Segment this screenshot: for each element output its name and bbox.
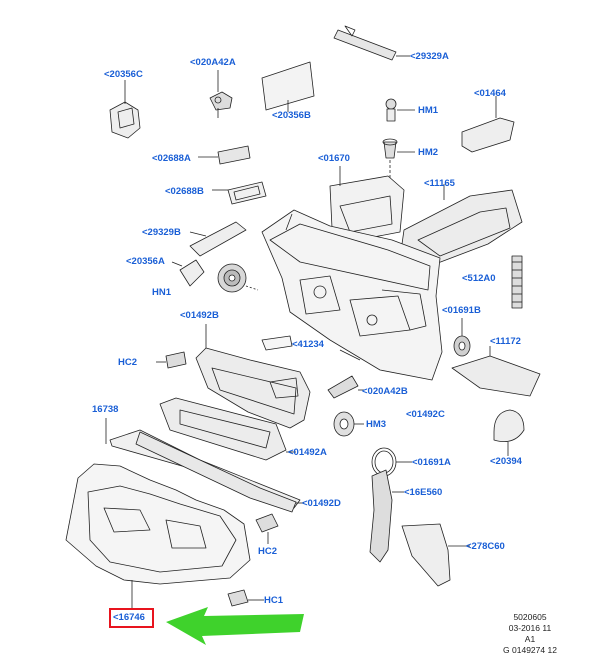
part-20394 xyxy=(493,409,525,456)
label-01670[interactable]: <01670 xyxy=(318,153,350,164)
part-11172 xyxy=(451,346,541,397)
drawing-info-line-4: G 0149274 12 xyxy=(503,645,557,655)
label-hc2-lower[interactable]: HC2 xyxy=(258,546,278,557)
part-20356b xyxy=(261,61,315,112)
label-hn1[interactable]: HN1 xyxy=(152,287,172,298)
label-16746[interactable]: <16746 xyxy=(113,612,145,623)
part-512a0 xyxy=(511,255,523,309)
part-dash-panel xyxy=(261,209,443,381)
label-20394[interactable]: <20394 xyxy=(490,456,522,467)
part-16e560 xyxy=(369,469,404,563)
part-29329b xyxy=(189,221,247,257)
label-16738[interactable]: 16738 xyxy=(92,404,119,415)
part-01691b xyxy=(453,318,471,357)
label-hm3[interactable]: HM3 xyxy=(366,419,387,430)
label-29329b[interactable]: <29329B xyxy=(142,227,181,238)
label-20356b[interactable]: <20356B xyxy=(272,110,311,121)
part-16746 xyxy=(65,463,251,608)
pointer-arrow-icon xyxy=(166,607,304,645)
part-hc2-lower xyxy=(255,513,279,544)
part-20356a xyxy=(171,259,205,287)
label-hc2-upper[interactable]: HC2 xyxy=(118,357,138,368)
label-01691b[interactable]: <01691B xyxy=(442,305,481,316)
label-16e560[interactable]: <16E560 xyxy=(404,487,443,498)
part-01492a xyxy=(159,397,296,461)
part-01464 xyxy=(461,96,515,153)
drawing-info-line-3: A1 xyxy=(524,634,536,644)
label-01464[interactable]: <01464 xyxy=(474,88,506,99)
label-hm2[interactable]: HM2 xyxy=(418,147,439,158)
label-11165[interactable]: <11165 xyxy=(424,178,455,189)
part-01670 xyxy=(329,166,405,243)
label-29329a[interactable]: <29329A xyxy=(410,51,449,62)
drawing-info-line-1: 5020605 xyxy=(513,612,547,622)
label-02688b[interactable]: <02688B xyxy=(165,186,204,197)
part-41234 xyxy=(261,335,293,351)
part-hc1 xyxy=(227,589,264,607)
label-01691a[interactable]: <01691A xyxy=(412,457,451,468)
label-278c60[interactable]: <278C60 xyxy=(466,541,505,552)
part-01492b xyxy=(195,324,311,429)
label-01492d[interactable]: <01492D xyxy=(302,498,341,509)
part-hc2-upper xyxy=(156,351,187,369)
part-29329a xyxy=(333,25,410,61)
label-41234[interactable]: <41234 xyxy=(292,339,324,350)
part-01691a xyxy=(371,447,412,477)
part-020a42a xyxy=(209,70,233,118)
part-hm3 xyxy=(333,411,364,437)
label-hm1[interactable]: HM1 xyxy=(418,105,439,116)
part-01492d xyxy=(135,431,304,513)
label-01492b[interactable]: <01492B xyxy=(180,310,219,321)
label-20356a[interactable]: <20356A xyxy=(126,256,165,267)
label-01492c[interactable]: <01492C xyxy=(406,409,445,420)
label-02688a[interactable]: <02688A xyxy=(152,153,191,164)
part-278c60 xyxy=(401,523,470,587)
part-020a42b xyxy=(327,375,364,399)
part-02688a xyxy=(198,145,251,165)
part-20356c xyxy=(109,80,141,139)
highlight-box xyxy=(109,608,154,628)
part-hm1 xyxy=(385,98,415,122)
label-11172[interactable]: <11172 xyxy=(490,336,521,347)
label-20356c[interactable]: <20356C xyxy=(104,69,143,80)
part-hn1 xyxy=(217,263,259,293)
label-512a0[interactable]: <512A0 xyxy=(462,273,496,284)
label-020a42b[interactable]: <020A42B xyxy=(362,386,408,397)
drawing-info-line-2: 03-2016 11 xyxy=(508,623,552,633)
label-020a42a[interactable]: <020A42A xyxy=(190,57,236,68)
label-01492a[interactable]: <01492A xyxy=(288,447,327,458)
part-02688b xyxy=(212,181,267,205)
label-hc1[interactable]: HC1 xyxy=(264,595,284,606)
